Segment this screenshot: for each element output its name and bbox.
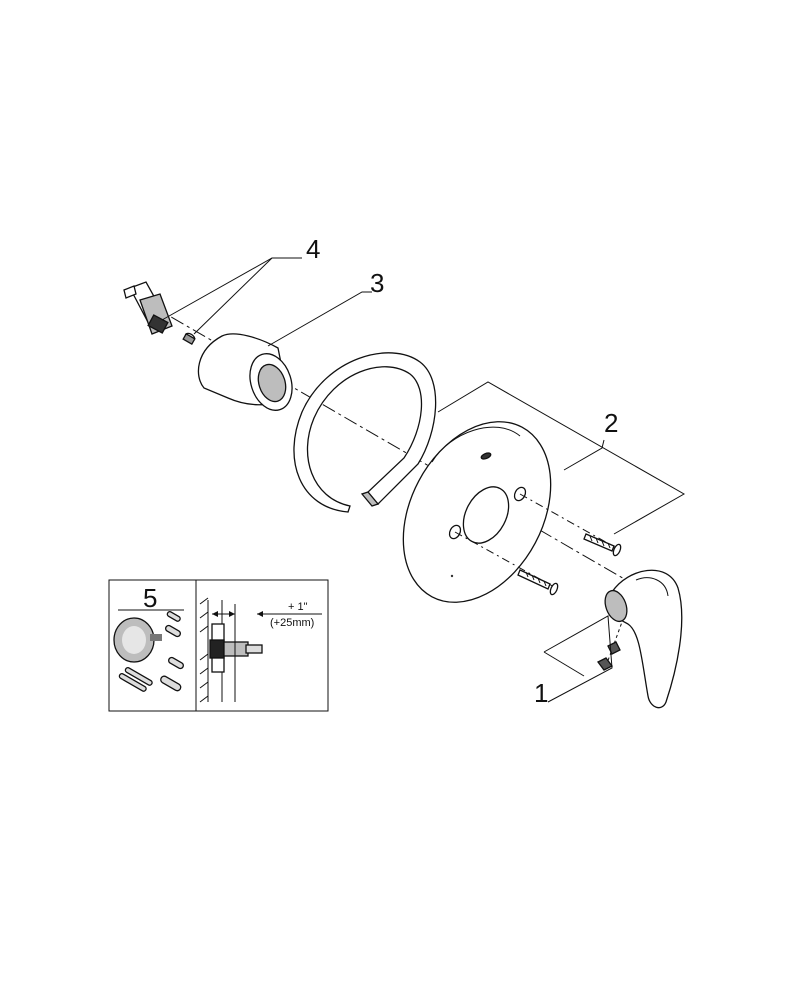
part-seal-ring	[293, 352, 437, 513]
leader-escutcheon	[437, 381, 686, 535]
rough-in-inset: 5 + 1" (+25mm)	[108, 579, 329, 712]
leader-sleeve	[267, 291, 372, 347]
wall-section	[199, 597, 263, 703]
callout-1: 1	[534, 678, 548, 708]
leader-adapter	[161, 257, 302, 321]
part-sleeve	[197, 333, 293, 411]
part-handle	[604, 569, 683, 709]
callout-5: 5	[143, 583, 157, 613]
offset-dimension-metric: (+25mm)	[270, 617, 314, 629]
part-escutcheon	[402, 421, 552, 603]
offset-dimension: + 1"	[288, 601, 308, 613]
callout-3: 3	[370, 268, 384, 298]
callout-4: 4	[306, 234, 320, 264]
leader-handle	[543, 615, 613, 703]
assembly-axis	[127, 291, 641, 589]
callout-2: 2	[604, 408, 618, 438]
part-adapter	[123, 281, 196, 345]
part-screws	[454, 493, 622, 596]
